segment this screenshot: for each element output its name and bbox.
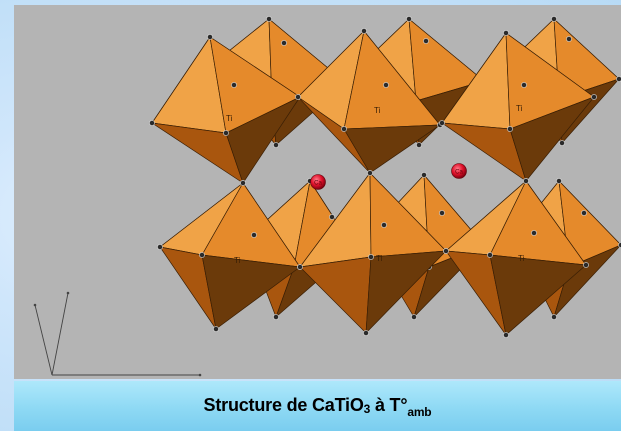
octahedron-face — [489, 254, 587, 336]
oxygen-atom — [367, 170, 373, 176]
oxygen-atom — [383, 82, 389, 88]
titanium-label: Ti — [516, 104, 523, 113]
octahedron-face — [509, 96, 595, 182]
axis-triad — [33, 291, 202, 377]
oxygen-atom — [551, 16, 557, 22]
caption-main: Structure de CaTiO — [203, 394, 364, 415]
oxygen-atom — [521, 82, 527, 88]
oxygen-atom — [199, 252, 205, 258]
oxygen-atom — [281, 40, 287, 46]
octahedron-front-4: Ti — [297, 170, 449, 336]
oxygen-atom — [618, 242, 621, 248]
octahedron-front-3: Ti — [157, 180, 303, 332]
oxygen-atom — [266, 16, 272, 22]
oxygen-atom — [273, 314, 279, 320]
octahedron-front-2: Ti — [439, 30, 597, 184]
oxygen-atom — [559, 140, 565, 146]
caption-condition-subscript: amb — [407, 404, 432, 419]
oxygen-atom — [149, 120, 155, 126]
oxygen-atom — [381, 222, 387, 228]
oxygen-atom — [487, 252, 493, 258]
oxygen-atom — [297, 264, 303, 270]
octahedron-face — [553, 244, 621, 318]
y-axis-tip — [33, 303, 37, 307]
oxygen-atom — [583, 262, 589, 268]
oxygen-atom — [361, 28, 367, 34]
octahedron-face — [201, 254, 301, 330]
oxygen-atom — [368, 254, 374, 260]
oxygen-atom — [157, 244, 163, 250]
octahedron-face — [299, 256, 372, 334]
oxygen-atom — [421, 172, 427, 178]
oxygen-atom — [581, 210, 587, 216]
oxygen-atom — [341, 126, 347, 132]
caption-middle: à T° — [370, 394, 408, 415]
oxygen-atom — [507, 126, 513, 132]
oxygen-atom — [523, 178, 529, 184]
oxygen-atom — [503, 332, 509, 338]
octahedron-face — [225, 96, 301, 184]
oxygen-atom — [556, 178, 562, 184]
caption-bar: Structure de CaTiO3 à T°amb — [14, 381, 621, 431]
oxygen-atom — [531, 230, 537, 236]
oxygen-atom — [329, 214, 335, 220]
x-axis-tip — [198, 373, 202, 377]
z-axis-line — [51, 292, 69, 376]
oxygen-atom — [616, 76, 621, 82]
figure-caption: Structure de CaTiO3 à T°amb — [203, 394, 432, 419]
oxygen-atom — [439, 120, 445, 126]
oxygen-atom — [591, 94, 597, 100]
oxygen-atom — [295, 94, 301, 100]
y-axis-line — [34, 304, 53, 376]
calcium-atom — [451, 163, 467, 179]
caption-formula-subscript: 3 — [363, 401, 371, 416]
calcium-atom — [310, 174, 326, 190]
oxygen-atom — [551, 314, 557, 320]
calcium-label: Ca — [455, 170, 463, 176]
z-axis-tip — [66, 291, 70, 295]
oxygen-atom — [443, 248, 449, 254]
oxygen-atom — [273, 142, 279, 148]
octahedron-front-1: Ti — [295, 28, 443, 176]
octahedron-face — [365, 250, 447, 334]
octahedron-front-5: Ti — [443, 178, 589, 338]
oxygen-atom — [503, 30, 509, 36]
octahedron-front-0: Ti — [149, 34, 303, 186]
oxygen-atom — [207, 34, 213, 40]
oxygen-atom — [240, 180, 246, 186]
oxygen-atom — [406, 16, 412, 22]
oxygen-atom — [416, 142, 422, 148]
octahedron-face — [343, 124, 441, 174]
titanium-label: Ti — [226, 114, 233, 123]
oxygen-atom — [411, 314, 417, 320]
calcium-label: Ca — [314, 181, 322, 187]
titanium-label: Ti — [518, 254, 525, 263]
oxygen-atom — [423, 38, 429, 44]
titanium-label: Ti — [376, 254, 383, 263]
oxygen-atom — [251, 232, 257, 238]
oxygen-atom — [566, 36, 572, 42]
oxygen-atom — [231, 82, 237, 88]
oxygen-atom — [223, 130, 229, 136]
titanium-label: Ti — [374, 106, 381, 115]
oxygen-atom — [363, 330, 369, 336]
titanium-label: Ti — [234, 256, 241, 265]
oxygen-atom — [439, 210, 445, 216]
oxygen-atom — [213, 326, 219, 332]
